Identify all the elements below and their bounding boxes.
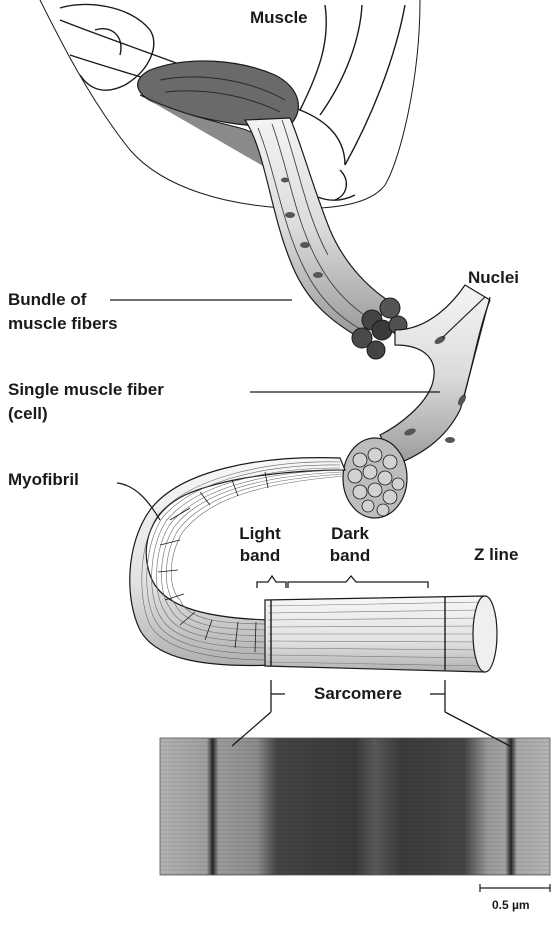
label-single-fiber-2: (cell) <box>8 404 48 424</box>
label-nuclei: Nuclei <box>468 268 519 288</box>
myofibril <box>130 458 497 672</box>
scale-bar <box>480 884 550 892</box>
label-dark-band-1: Dark <box>322 524 378 544</box>
label-myofibril: Myofibril <box>8 470 79 490</box>
fiber-bundle <box>245 118 407 359</box>
label-sarcomere: Sarcomere <box>286 684 430 704</box>
label-muscle: Muscle <box>250 8 308 28</box>
dark-band-brace <box>288 576 428 588</box>
electron-micrograph <box>160 738 550 875</box>
light-band-brace <box>257 576 286 588</box>
label-light-band-1: Light <box>232 524 288 544</box>
label-bundle-2: muscle fibers <box>8 314 118 334</box>
label-z-line: Z line <box>474 545 518 565</box>
label-bundle-1: Bundle of <box>8 290 86 310</box>
label-single-fiber-1: Single muscle fiber <box>8 380 164 400</box>
label-light-band-2: band <box>232 546 288 566</box>
band-braces <box>257 576 428 588</box>
label-dark-band-2: band <box>322 546 378 566</box>
label-scale-bar: 0.5 µm <box>492 898 530 912</box>
